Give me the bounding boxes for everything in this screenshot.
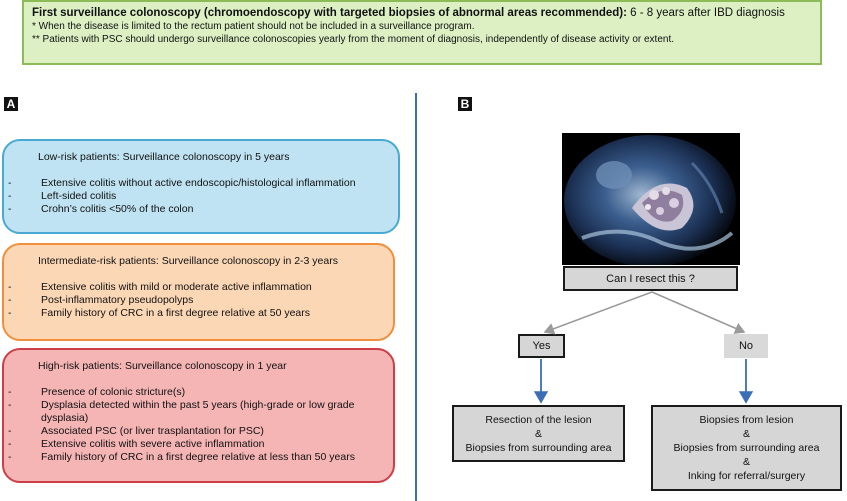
outcome-line: Resection of the lesion <box>485 413 592 426</box>
high-risk-heading: High-risk patients: Surveillance colonos… <box>38 360 287 372</box>
list-item-text: Extensive colitis with severe active inf… <box>41 438 265 450</box>
panel-b-label: B <box>458 97 472 111</box>
list-item-text: Extensive colitis with mild or moderate … <box>41 281 312 293</box>
biopsy-outcome-box: Biopsies from lesion & Biopsies from sur… <box>651 405 842 491</box>
dash-bullet: - <box>8 294 12 306</box>
list-item-text: Left-sided colitis <box>41 190 117 202</box>
dash-bullet: - <box>8 177 12 189</box>
panel-a-label: A <box>4 97 18 111</box>
dash-bullet: - <box>8 386 12 398</box>
outcome-line: & <box>742 456 750 468</box>
no-label: No <box>738 340 754 352</box>
endoscopy-illustration <box>562 133 740 265</box>
list-item: - Associated PSC (or liver trasplantation… <box>8 425 385 438</box>
list-item: - Family history of CRC in a first degree… <box>8 451 385 464</box>
list-item: - Dysplasia detected within the past 5 ye… <box>8 399 385 425</box>
list-item: - Left-sided colitis <box>8 190 390 203</box>
dash-bullet: - <box>8 425 12 437</box>
banner-title: First surveillance colonoscopy (chromoen… <box>32 7 812 19</box>
yes-box: Yes <box>518 334 565 358</box>
list-item-text: Crohn’s colitis <50% of the colon <box>41 203 194 215</box>
dash-bullet: - <box>8 190 12 202</box>
intermediate-risk-list: - Extensive colitis with mild or moderate… <box>8 281 385 320</box>
list-item: - Extensive colitis without active endosc… <box>8 177 390 190</box>
list-item: - Extensive colitis with severe active in… <box>8 438 385 451</box>
no-box: No <box>724 334 768 358</box>
dash-bullet: - <box>8 451 12 463</box>
resection-outcome-box: Resection of the lesion & Biopsies from … <box>452 405 625 462</box>
list-item-text: Presence of colonic stricture(s) <box>41 386 186 398</box>
low-risk-heading: Low-risk patients: Surveillance colonosc… <box>38 151 290 163</box>
list-item-text: Family history of CRC in a first degree … <box>41 451 355 463</box>
banner-note-psc: ** Patients with PSC should undergo surv… <box>32 34 675 45</box>
outcome-line: & <box>742 428 750 440</box>
list-item-text: Post-inflammatory pseudopolyps <box>41 294 194 306</box>
outcome-line: & <box>534 427 542 440</box>
high-risk-list: - Presence of colonic stricture(s) - Dyspl… <box>8 386 385 464</box>
dash-bullet: - <box>8 399 12 411</box>
dash-bullet: - <box>8 203 12 215</box>
resect-question-text: Can I resect this ? <box>606 272 695 285</box>
outcome-line: Biopsies from surrounding area <box>465 441 612 454</box>
list-item: - Presence of colonic stricture(s) <box>8 386 385 399</box>
intermediate-risk-box: Intermediate-risk patients: Surveillance… <box>2 243 395 341</box>
list-item: - Family history of CRC in a first degree… <box>8 307 385 320</box>
outcome-line: Inking for referral/surgery <box>687 470 806 482</box>
dash-bullet: - <box>8 281 12 293</box>
intermediate-risk-heading: Intermediate-risk patients: Surveillance… <box>38 255 338 267</box>
banner-title-bold: First surveillance colonoscopy (chromoen… <box>32 7 627 19</box>
list-item: - Post-inflammatory pseudopolyps <box>8 294 385 307</box>
list-item-text: Dysplasia detected within the past 5 yea… <box>41 399 355 424</box>
arrow-to-yes <box>543 291 653 335</box>
outcome-line: Biopsies from surrounding area <box>673 442 820 454</box>
resect-question-box: Can I resect this ? <box>563 266 738 291</box>
endoscopy-image <box>562 133 740 265</box>
list-item-text: Associated PSC (or liver trasplantation … <box>41 425 264 437</box>
list-item: - Extensive colitis with mild or moderate… <box>8 281 385 294</box>
dash-bullet: - <box>8 438 12 450</box>
low-risk-list: - Extensive colitis without active endosc… <box>8 177 390 216</box>
list-item-text: Extensive colitis without active endosco… <box>41 177 356 189</box>
dash-bullet: - <box>8 307 12 319</box>
banner-title-tail: 6 - 8 years after IBD diagnosis <box>626 7 785 19</box>
low-risk-box: Low-risk patients: Surveillance colonosc… <box>2 139 400 234</box>
yes-label: Yes <box>532 340 551 352</box>
high-risk-box: High-risk patients: Surveillance colonos… <box>2 348 395 483</box>
list-item: - Crohn’s colitis <50% of the colon <box>8 203 390 216</box>
surveillance-banner: First surveillance colonoscopy (chromoen… <box>22 0 822 65</box>
outcome-line: Biopsies from lesion <box>699 414 794 426</box>
banner-note-rectum: * When the disease is limited to the rec… <box>32 21 475 32</box>
list-item-text: Family history of CRC in a first degree … <box>41 307 311 319</box>
panel-divider <box>415 93 417 501</box>
arrow-to-no <box>651 291 746 334</box>
